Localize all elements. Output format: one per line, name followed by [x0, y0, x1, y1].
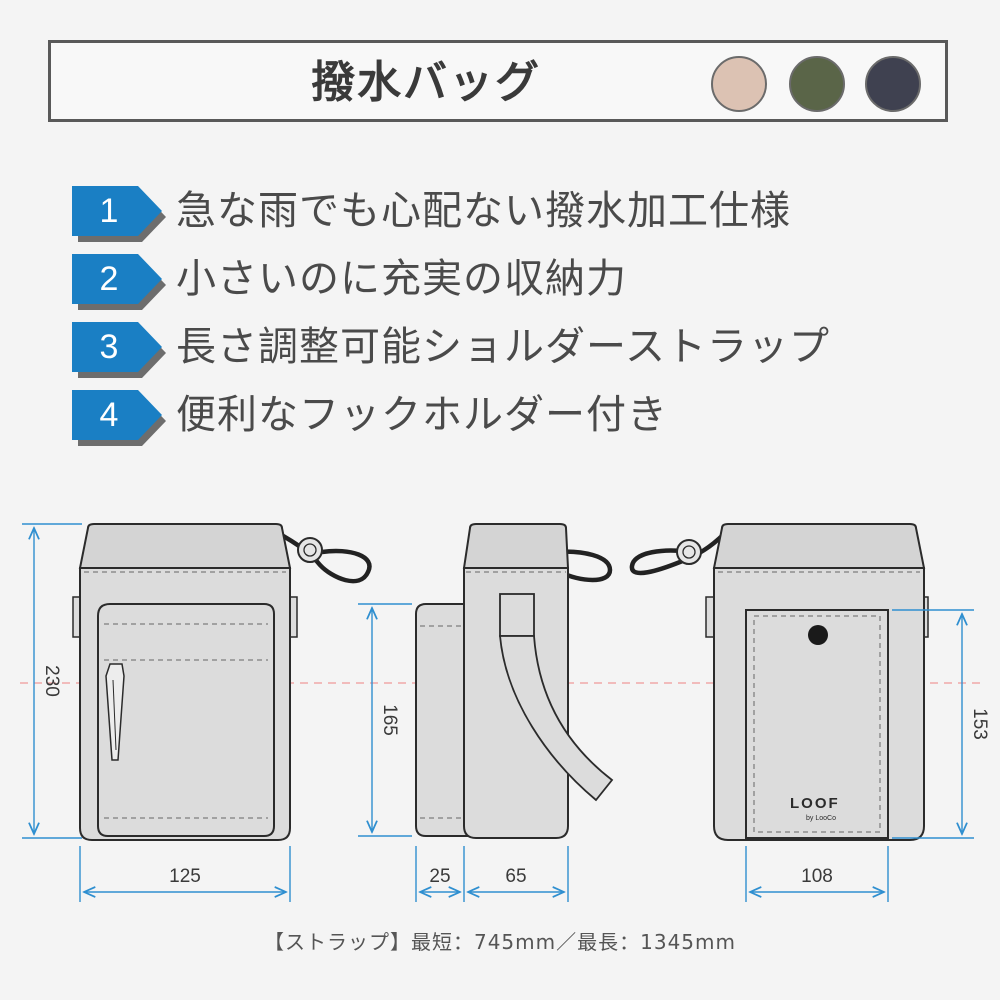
feature-number: 2 — [99, 260, 119, 298]
feature-text: 便利なフックホルダー付き — [176, 392, 668, 438]
front-view — [72, 523, 372, 841]
number-badge — [72, 186, 166, 242]
color-swatch-pink-beige[interactable] — [711, 56, 767, 112]
feature-number: 3 — [99, 328, 119, 366]
dim-side-body-depth: 65 — [505, 866, 526, 887]
color-swatch-olive[interactable] — [789, 56, 845, 112]
dim-side-pocket-height: 165 — [379, 704, 400, 736]
feature-text: 小さいのに充実の収納力 — [176, 256, 627, 302]
snap-button-icon — [808, 625, 828, 645]
feature-text: 長さ調整可能ショルダーストラップ — [176, 324, 830, 370]
feature-number: 1 — [99, 192, 119, 230]
dim-back-pocket-width: 108 — [801, 866, 833, 887]
dim-front-height: 230 — [41, 665, 62, 697]
title-card: 撥水バッグ — [48, 40, 948, 122]
feature-item-3: 3 長さ調整可能ショルダーストラップ — [72, 322, 972, 382]
feature-text: 急な雨でも心配ない撥水加工仕様 — [176, 188, 791, 234]
brand-logo-sub: by LooCo — [806, 815, 836, 822]
feature-item-2: 2 小さいのに充実の収納力 — [72, 254, 972, 314]
dim-front-width: 125 — [169, 866, 201, 887]
number-badge — [72, 254, 166, 310]
number-badge — [72, 322, 166, 378]
dim-back-pocket-height: 153 — [969, 708, 990, 740]
back-view — [629, 523, 929, 841]
strap-length-note: 【ストラップ】最短：745mm／最長：1345mm — [263, 930, 736, 954]
feature-item-1: 1 急な雨でも心配ない撥水加工仕様 — [72, 186, 972, 246]
feature-item-4: 4 便利なフックホルダー付き — [72, 390, 972, 450]
number-badge — [72, 390, 166, 446]
side-view — [415, 523, 614, 839]
page-title: 撥水バッグ — [311, 57, 541, 108]
feature-number: 4 — [99, 396, 119, 434]
brand-logo: LOOF — [790, 795, 840, 812]
color-swatch-navy[interactable] — [865, 56, 921, 112]
dim-side-pocket-depth: 25 — [429, 866, 450, 887]
